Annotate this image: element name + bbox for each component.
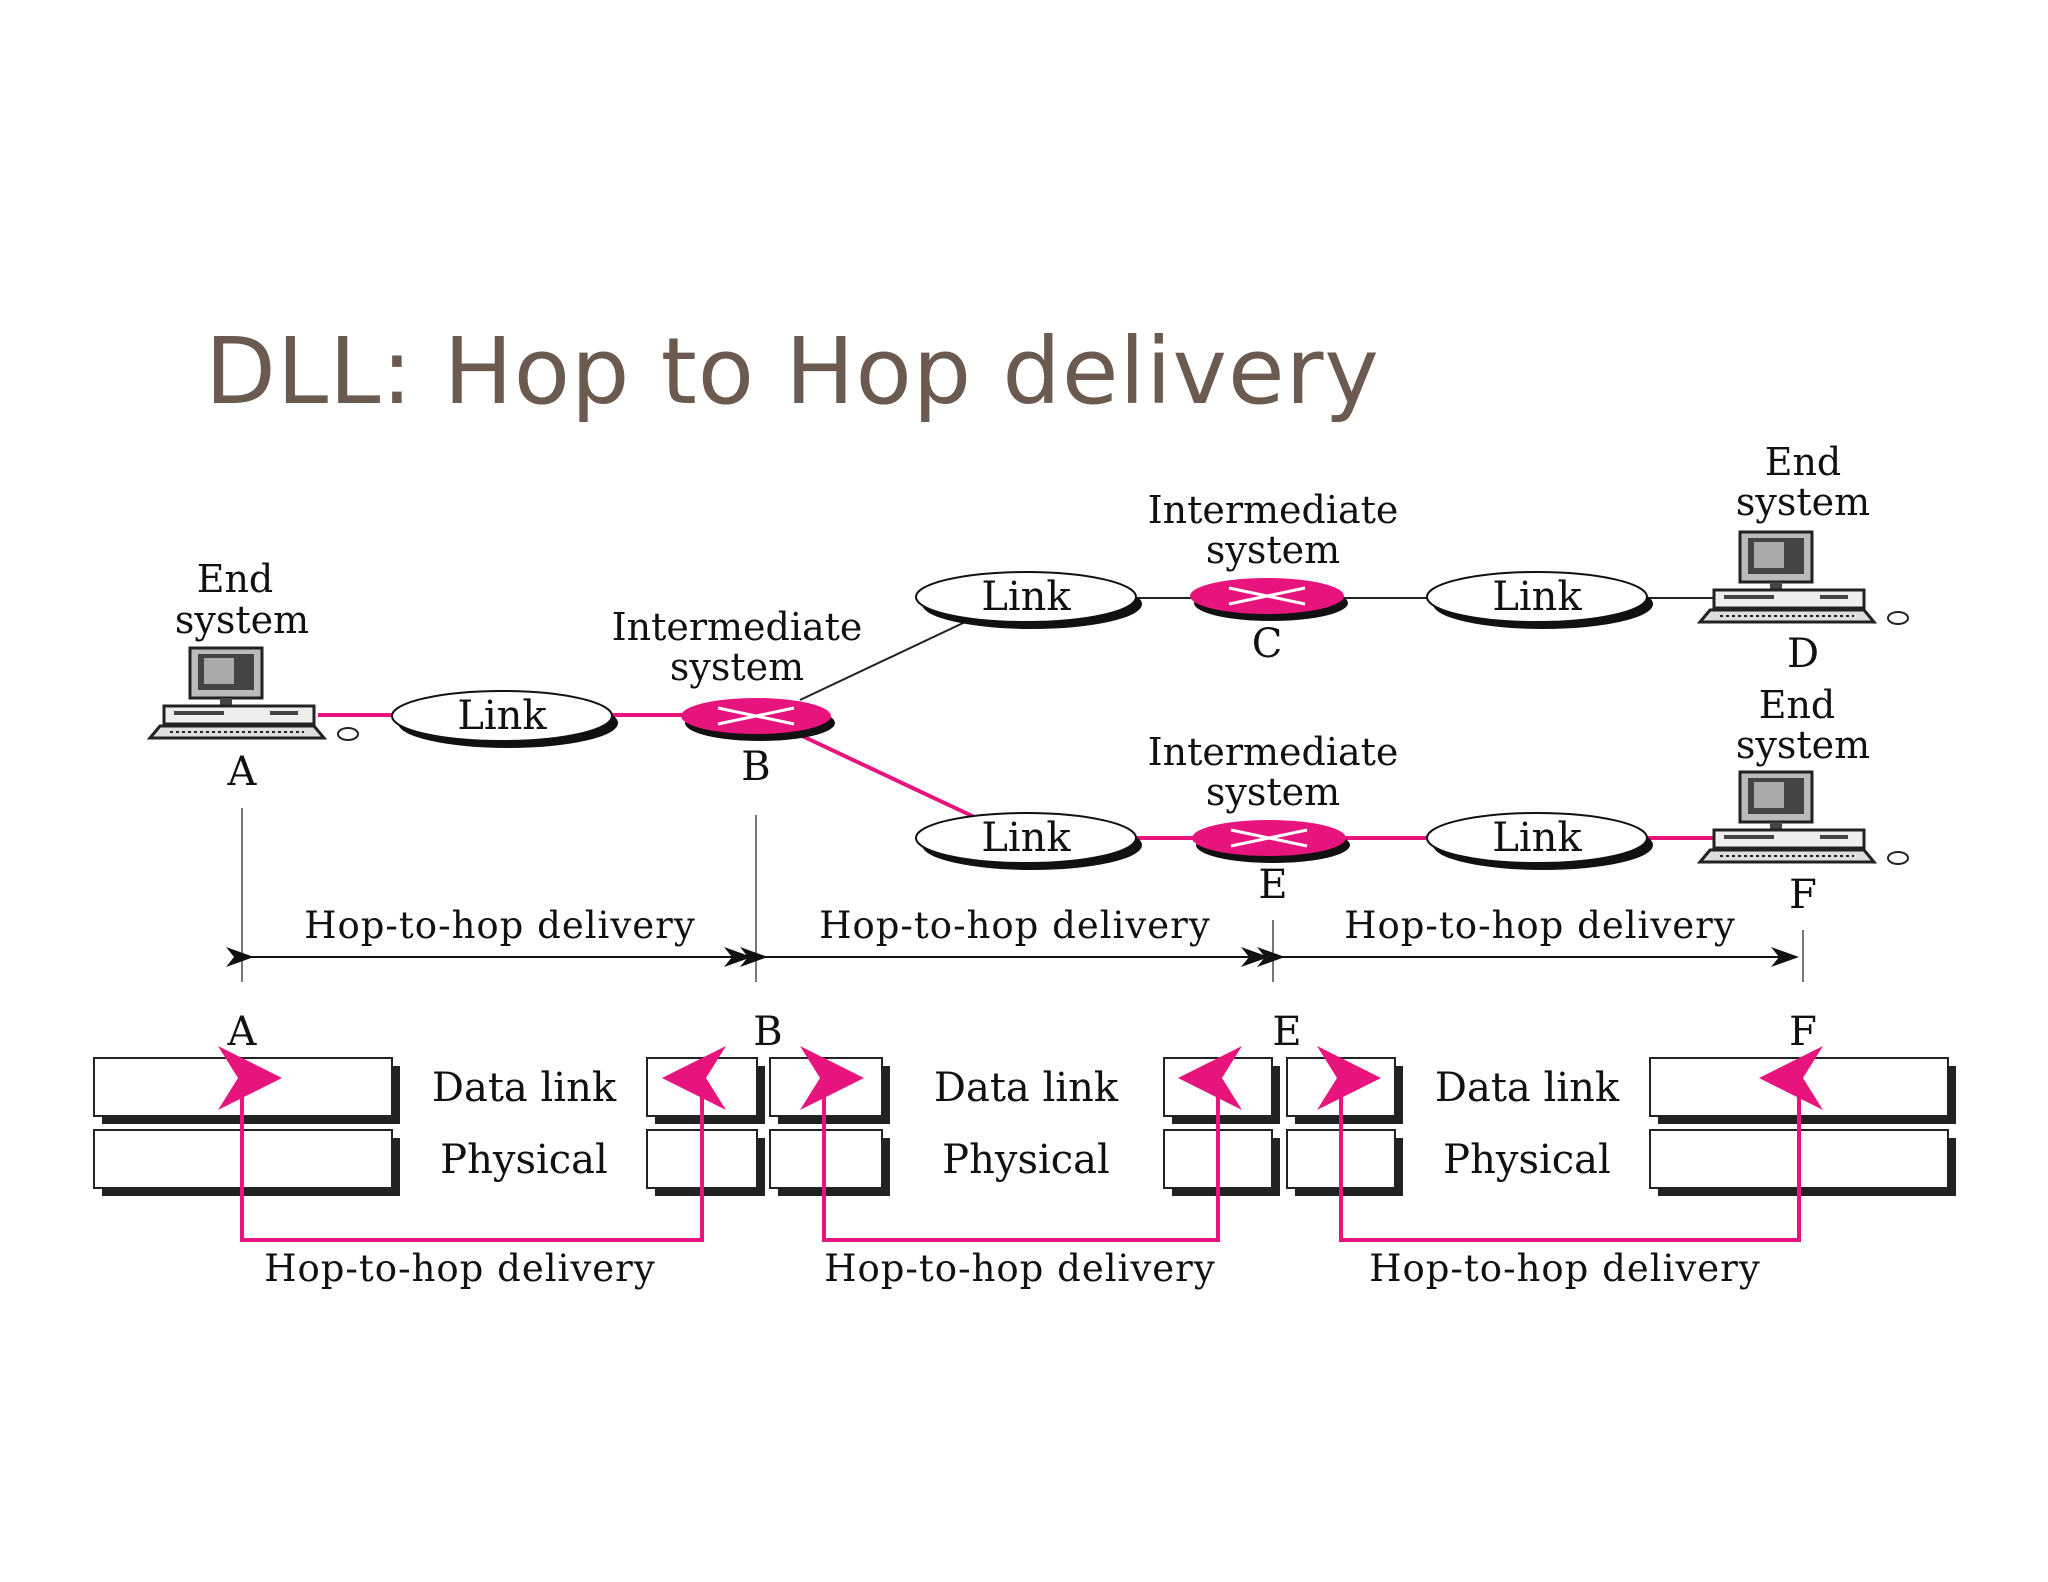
node-a-id: A	[227, 749, 258, 795]
router-c-icon	[1190, 578, 1348, 621]
hop-label-lower-1: Hop-to-hop delivery	[264, 1247, 656, 1290]
hop-label-upper-3: Hop-to-hop delivery	[1344, 904, 1736, 947]
hop-label-lower-3: Hop-to-hop delivery	[1369, 1247, 1761, 1290]
node-d-id: D	[1787, 631, 1819, 677]
computer-f-icon	[1698, 770, 1910, 866]
layer-label-datalink-3: Data link	[1435, 1065, 1620, 1111]
link-a-b: Link	[391, 690, 618, 748]
hop-label-upper-1: Hop-to-hop delivery	[304, 904, 696, 947]
node-b-id: B	[741, 744, 770, 790]
link-line-b-c	[799, 614, 981, 701]
layer-label-datalink-2: Data link	[934, 1065, 1119, 1111]
node-c-role-system: system	[1206, 528, 1340, 572]
node-b-role-system: system	[670, 645, 804, 689]
node-e-role-intermediate: Intermediate	[1148, 730, 1399, 774]
node-c-id: C	[1252, 621, 1283, 667]
link-b-e: Link	[915, 812, 1142, 870]
stack-e-id: E	[1272, 1009, 1301, 1055]
computer-a-icon	[148, 646, 360, 742]
node-f-id: F	[1789, 872, 1817, 918]
node-e-id: E	[1258, 862, 1287, 908]
node-f-role-end: End	[1759, 683, 1836, 727]
layer-label-datalink-1: Data link	[432, 1065, 617, 1111]
node-d-role-system: system	[1736, 480, 1870, 524]
layer-label-physical-1: Physical	[440, 1137, 608, 1183]
node-a-role-end: End	[197, 557, 274, 601]
node-c-role-intermediate: Intermediate	[1148, 488, 1399, 532]
link-e-f: Link	[1426, 812, 1653, 870]
delivery-path-b-e	[800, 1046, 1242, 1242]
link-label: Link	[1492, 574, 1582, 620]
link-b-c: Link	[915, 571, 1142, 629]
link-line-b-e	[799, 733, 986, 824]
link-label: Link	[981, 574, 1071, 620]
layer-label-physical-2: Physical	[942, 1137, 1110, 1183]
link-label: Link	[457, 693, 547, 739]
link-label: Link	[1492, 815, 1582, 861]
node-f-role-system: system	[1736, 723, 1870, 767]
node-a-role-system: system	[175, 598, 309, 642]
link-label: Link	[981, 815, 1071, 861]
delivery-path-a-b	[218, 1046, 726, 1242]
hop-label-upper-2: Hop-to-hop delivery	[819, 904, 1211, 947]
delivery-path-e-f	[1317, 1046, 1823, 1242]
router-b-icon	[681, 698, 835, 741]
hop-label-lower-2: Hop-to-hop delivery	[824, 1247, 1216, 1290]
slide-title: DLL: Hop to Hop delivery	[205, 318, 1380, 425]
stack-f-id: F	[1789, 1009, 1817, 1055]
router-e-icon	[1192, 820, 1350, 863]
layer-label-physical-3: Physical	[1443, 1137, 1611, 1183]
stack-a-id: A	[227, 1009, 258, 1055]
node-d-role-end: End	[1765, 440, 1842, 484]
link-c-d: Link	[1426, 571, 1653, 629]
computer-d-icon	[1698, 530, 1910, 626]
stack-b-id: B	[753, 1009, 782, 1055]
node-b-role-intermediate: Intermediate	[612, 605, 863, 649]
node-e-role-system: system	[1206, 770, 1340, 814]
